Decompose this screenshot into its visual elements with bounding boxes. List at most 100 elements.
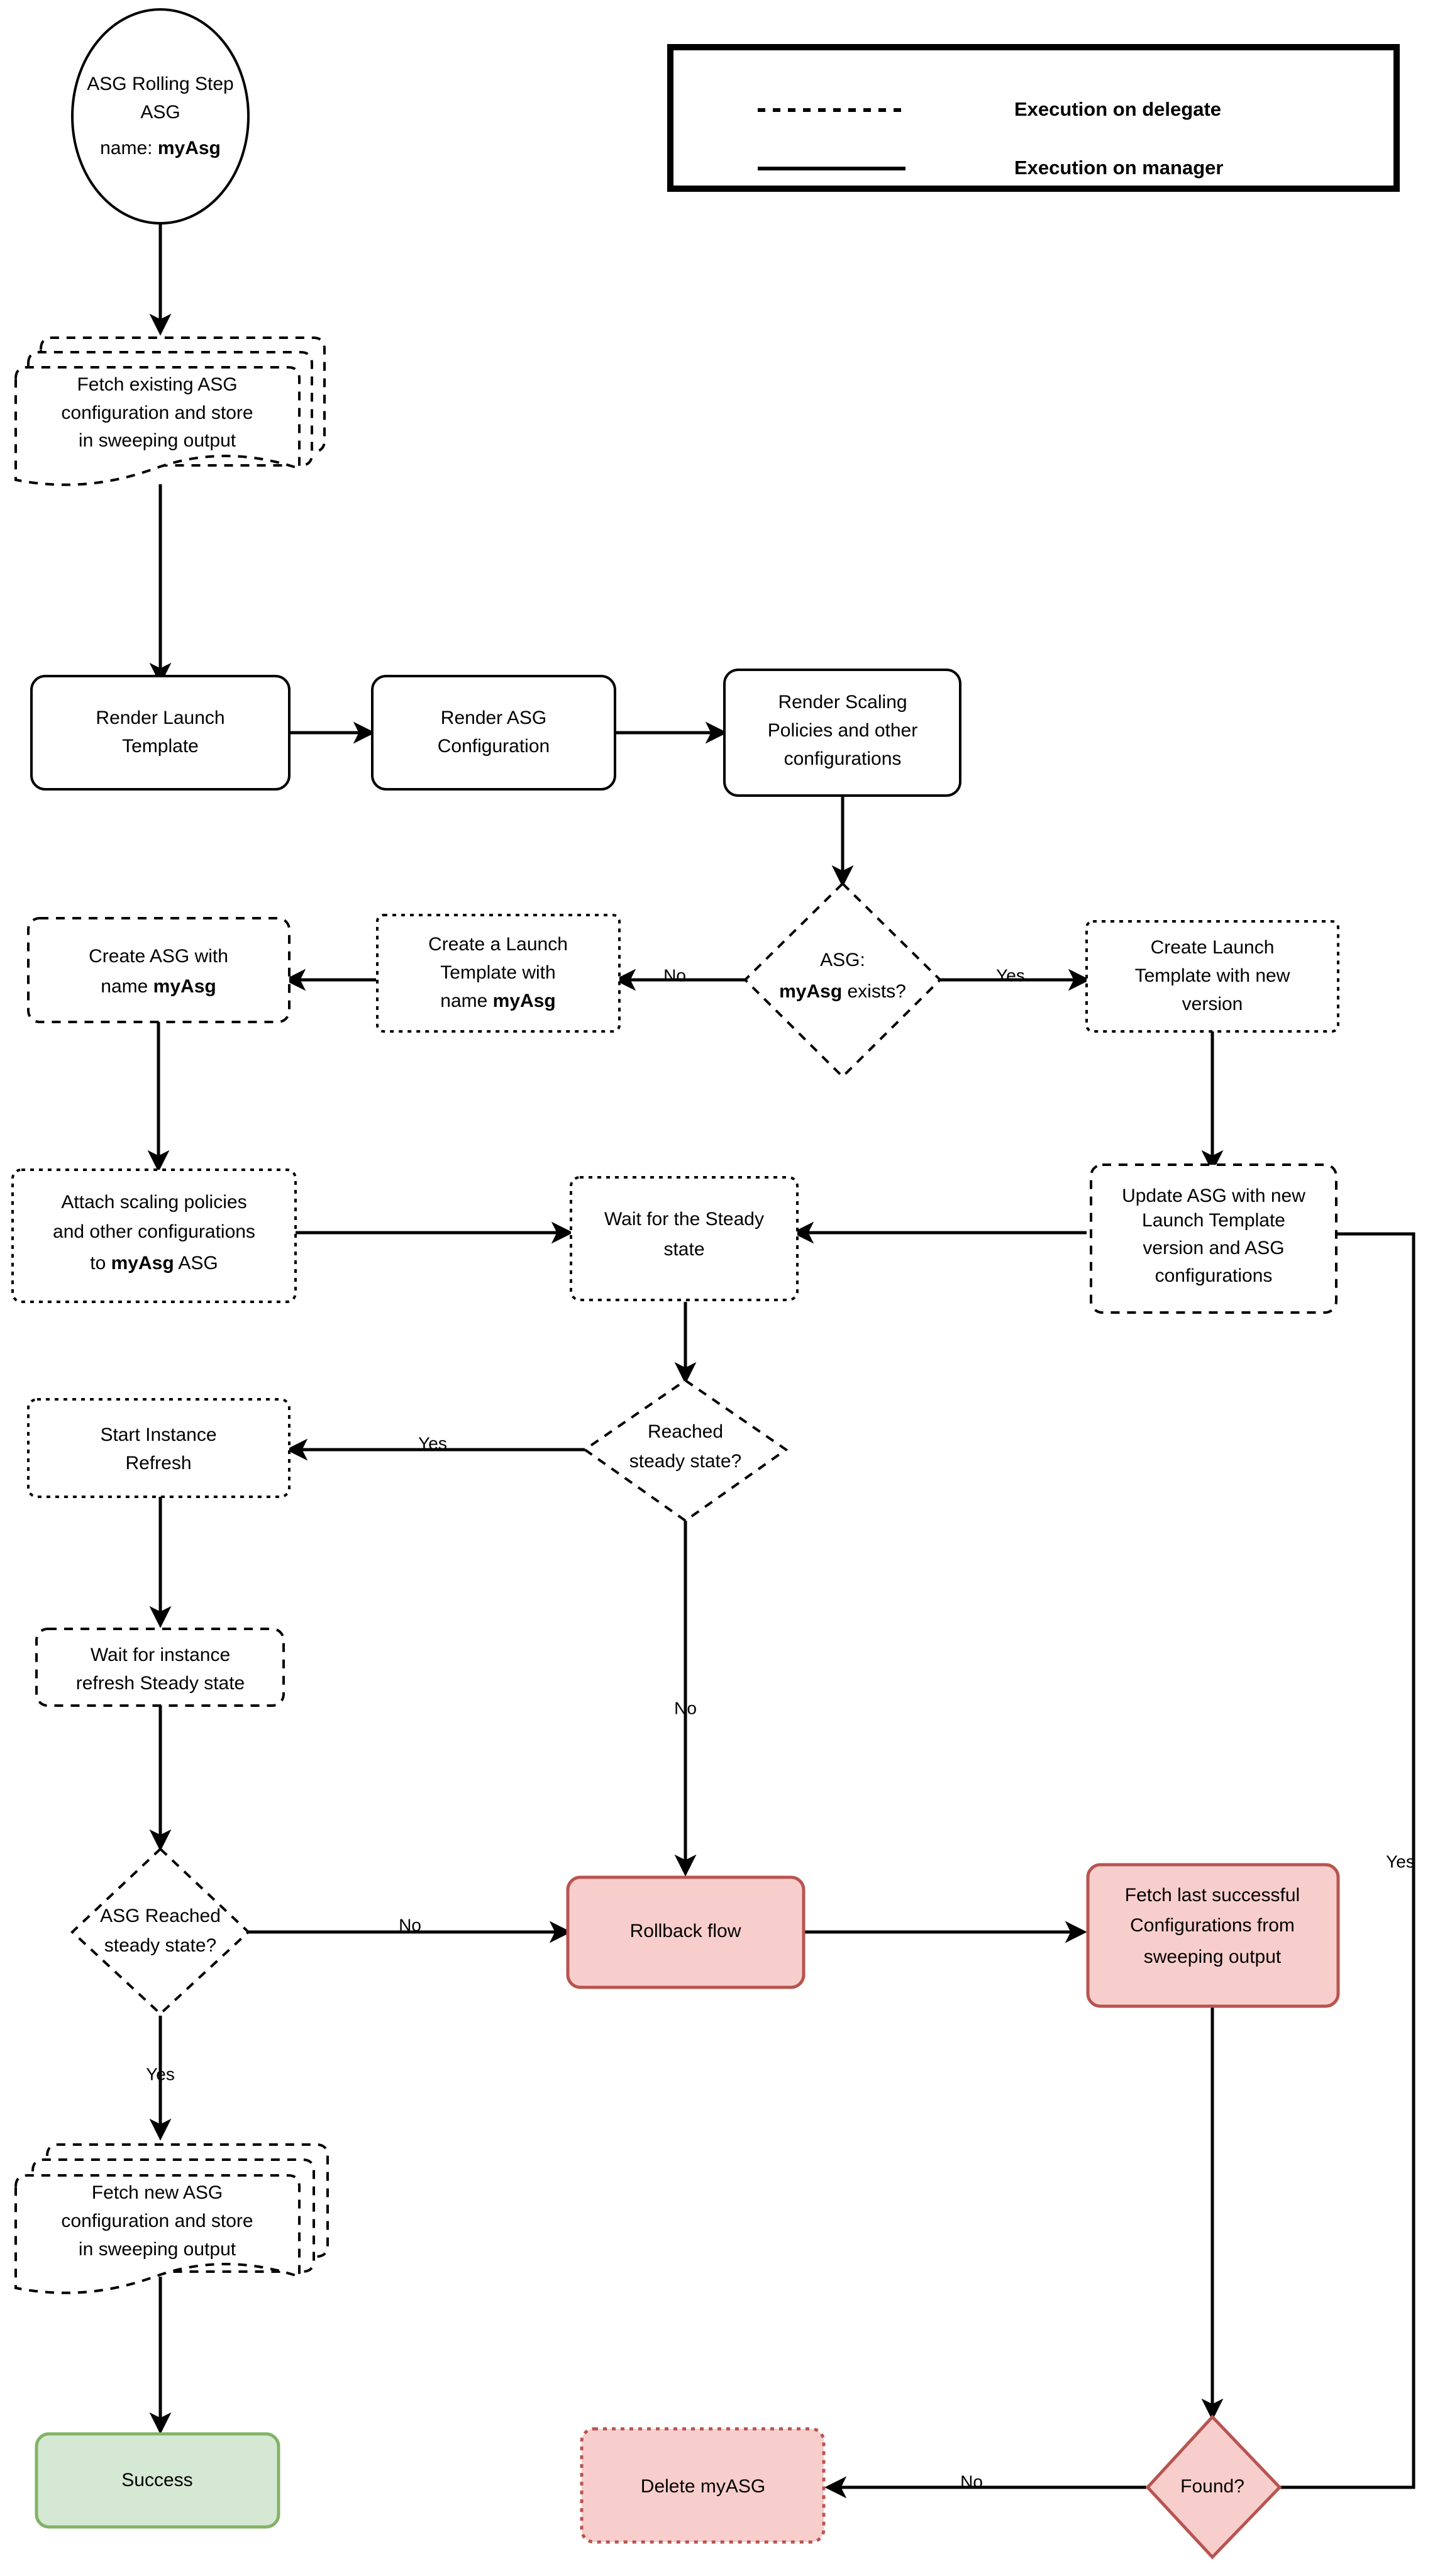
start-line3-bold: myAsg: [158, 138, 221, 158]
node-success[interactable]: Success: [35, 2432, 280, 2529]
fetch-existing-line2: configuration and store: [61, 402, 253, 423]
start-line2: ASG: [140, 102, 180, 123]
edge-label-asg-exists-yes: Yes: [996, 965, 1025, 985]
asg-reached-line1: ASG Reached: [100, 1906, 221, 1926]
node-render-scaling-policies[interactable]: Render Scaling Policies and other config…: [723, 669, 961, 797]
node-asg-exists-decision[interactable]: ASG: myAsg exists?: [743, 882, 942, 1079]
fetch-last-line2: Configurations from: [1130, 1915, 1295, 1936]
render-scaling-box: [723, 669, 961, 797]
success-line1: Success: [121, 2470, 192, 2490]
node-found-decision[interactable]: Found?: [1145, 2414, 1282, 2560]
node-render-asg-configuration[interactable]: Render ASG Configuration: [371, 675, 616, 791]
fetch-existing-line3: in sweeping output: [79, 430, 236, 451]
node-fetch-existing-asg[interactable]: Fetch existing ASG configuration and sto…: [14, 336, 326, 486]
attach-line3-suffix: ASG: [174, 1253, 218, 1274]
create-asg-box: [27, 917, 291, 1023]
cltnv-line2: Template with new: [1135, 965, 1290, 986]
create-asg-line1: Create ASG with: [89, 946, 228, 967]
render-scaling-line3: configurations: [784, 748, 902, 769]
start-line3: name: myAsg: [100, 138, 221, 158]
clt-line3-bold: myAsg: [493, 991, 556, 1011]
attach-line1: Attach scaling policies: [61, 1192, 246, 1213]
wir-line1: Wait for instance: [91, 1645, 230, 1665]
asg-reached-line2: steady state?: [104, 1935, 216, 1956]
legend-label-delegate: Execution on delegate: [1014, 98, 1221, 120]
reached-steady-line2: steady state?: [629, 1451, 741, 1472]
fetch-new-line3: in sweeping output: [79, 2239, 236, 2260]
legend: Execution on delegate Execution on manag…: [667, 44, 1400, 192]
node-rollback-flow[interactable]: Rollback flow: [566, 1875, 806, 1989]
asg-exists-line1: ASG:: [820, 950, 865, 970]
node-asg-reached-steady-decision[interactable]: ASG Reached steady state?: [70, 1847, 250, 2016]
edge-label-found-yes: Yes: [1386, 1852, 1415, 1871]
clt-line2: Template with: [440, 962, 555, 983]
asg-exists-diamond: [743, 882, 942, 1079]
update-asg-line1: Update ASG with new: [1122, 1185, 1305, 1206]
render-lt-line1: Render Launch: [96, 708, 224, 728]
clt-box: [376, 914, 621, 1033]
success-box: [35, 2432, 280, 2529]
found-line1: Found?: [1180, 2476, 1244, 2497]
node-update-asg[interactable]: Update ASG with new Launch Template vers…: [1090, 1163, 1338, 1314]
reached-steady-line1: Reached: [648, 1421, 723, 1442]
start-ellipse: [71, 8, 250, 225]
delete-myasg-box: [580, 2427, 826, 2544]
cltnv-box: [1085, 920, 1339, 1033]
node-create-asg[interactable]: Create ASG with name myAsg: [27, 917, 291, 1023]
render-lt-box: [30, 675, 291, 791]
node-create-a-launch-template[interactable]: Create a Launch Template with name myAsg: [376, 914, 621, 1033]
edge-label-found-no: No: [960, 2472, 983, 2491]
node-fetch-new-asg[interactable]: Fetch new ASG configuration and store in…: [14, 2143, 329, 2294]
sir-box: [27, 1398, 291, 1498]
asg-exists-rest: exists?: [842, 981, 906, 1002]
node-reached-steady-decision[interactable]: Reached steady state?: [582, 1379, 789, 1523]
edges: [147, 220, 1415, 2499]
fetch-new-doc-front: [14, 2174, 301, 2294]
wait-steady-line2: state: [663, 1239, 704, 1260]
edge-label-reached-no: No: [674, 1698, 697, 1718]
create-asg-line2-bold: myAsg: [153, 976, 216, 997]
legend-border: [667, 44, 1400, 192]
edge-label-reached-yes: Yes: [418, 1433, 447, 1453]
attach-scaling-box: [11, 1169, 297, 1303]
render-scaling-line2: Policies and other: [768, 720, 917, 741]
wir-box: [35, 1628, 285, 1707]
update-asg-line3: version and ASG: [1143, 1238, 1284, 1258]
cltnv-line3: version: [1182, 994, 1243, 1014]
asg-exists-line2: myAsg exists?: [779, 981, 906, 1002]
node-attach-scaling-policies[interactable]: Attach scaling policies and other config…: [11, 1169, 297, 1303]
node-start-instance-refresh[interactable]: Start Instance Refresh: [27, 1398, 291, 1498]
render-lt-line2: Template: [122, 736, 199, 757]
attach-line3: to myAsg ASG: [90, 1253, 218, 1274]
node-create-launch-template-new-version[interactable]: Create Launch Template with new version: [1085, 920, 1339, 1033]
wait-steady-line1: Wait for the Steady: [604, 1209, 764, 1230]
node-render-launch-template[interactable]: Render Launch Template: [30, 675, 291, 791]
node-delete-myasg[interactable]: Delete myASG: [580, 2427, 826, 2544]
node-wait-instance-refresh[interactable]: Wait for instance refresh Steady state: [35, 1628, 285, 1707]
sir-line2: Refresh: [125, 1453, 191, 1474]
fetch-last-line1: Fetch last successful: [1125, 1885, 1300, 1906]
asg-reached-diamond: [70, 1847, 250, 2016]
edge-label-asg-reached-yes: Yes: [146, 2064, 175, 2084]
create-asg-line2: name myAsg: [101, 976, 216, 997]
attach-line3-prefix: to: [90, 1253, 111, 1274]
clt-line3-prefix: name: [440, 991, 492, 1011]
update-asg-box: [1090, 1163, 1338, 1314]
attach-line2: and other configurations: [53, 1221, 255, 1242]
attach-line3-bold: myAsg: [111, 1253, 174, 1274]
start-line3-prefix: name:: [100, 138, 158, 158]
fetch-existing-doc-front: [14, 366, 301, 486]
sir-line1: Start Instance: [100, 1424, 216, 1445]
node-wait-steady-state[interactable]: Wait for the Steady state: [570, 1176, 799, 1301]
asg-exists-bold: myAsg: [779, 981, 842, 1002]
delete-myasg-line1: Delete myASG: [641, 2476, 765, 2497]
create-asg-line2-prefix: name: [101, 976, 153, 997]
render-asg-line1: Render ASG: [441, 708, 546, 728]
update-asg-line2: Launch Template: [1142, 1210, 1285, 1231]
node-start[interactable]: ASG Rolling Step ASG name: myAsg: [71, 8, 250, 225]
fetch-last-box: [1086, 1863, 1340, 2008]
node-fetch-last-successful[interactable]: Fetch last successful Configurations fro…: [1086, 1863, 1340, 2008]
clt-line3: name myAsg: [440, 991, 555, 1011]
edge-label-asg-exists-no: No: [663, 965, 686, 985]
